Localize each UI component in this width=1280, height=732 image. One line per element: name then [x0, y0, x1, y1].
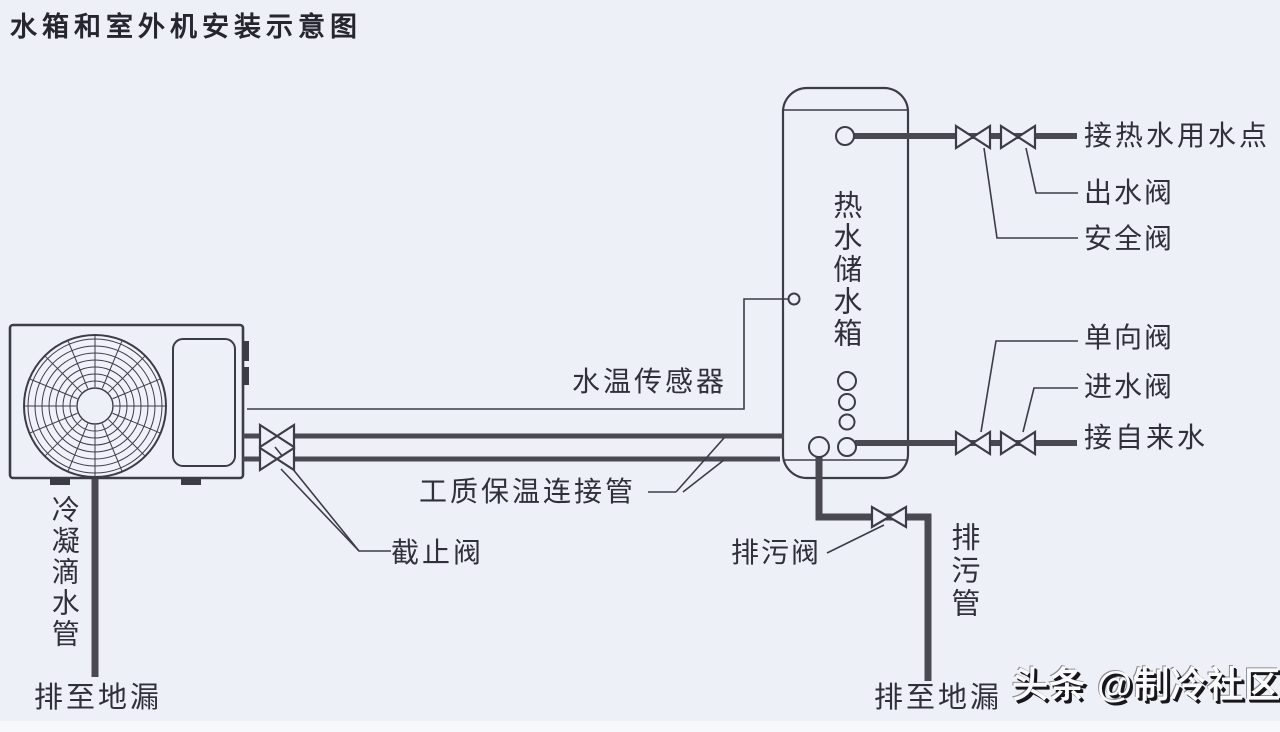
tank-label: 热水储水箱: [828, 190, 861, 350]
temp-sensor-port: [787, 292, 801, 306]
label-drain-pipe: 排污管: [946, 522, 979, 621]
diagram-title: 水箱和室外机安装示意图: [10, 12, 362, 42]
tank-ports: [787, 126, 857, 458]
insulated-pipe-leader: [682, 459, 725, 493]
stop-valve-leader: [280, 468, 360, 552]
stop-valve-icon-upper: [258, 422, 296, 450]
drain-port: [808, 436, 830, 458]
inlet-valve-icon: [999, 429, 1037, 457]
unit-foot: [50, 478, 70, 485]
cold-water-port: [837, 437, 857, 457]
drain-pipe: [815, 450, 932, 681]
check-valve-leader: [980, 340, 1078, 433]
label-tap-water: 接自来水: [1084, 422, 1209, 453]
label-check-valve: 单向阀: [1084, 322, 1175, 353]
label-condensate-pipe: 冷凝滴水管: [48, 495, 80, 650]
label-temp-sensor: 水温传感器: [572, 366, 728, 397]
label-outlet-valve: 出水阀: [1084, 177, 1175, 208]
outlet-valve-leader: [1025, 147, 1078, 194]
water-tank: [781, 86, 910, 480]
safety-valve-icon: [954, 123, 992, 151]
tank-fitting: [837, 371, 857, 391]
label-hot-water-point: 接热水用水点: [1084, 120, 1271, 151]
outlet-valve-icon: [999, 123, 1037, 151]
pipe-fitting: [243, 367, 249, 385]
temp-sensor-wire: [247, 298, 788, 410]
tank-fitting: [838, 393, 856, 411]
pipe-fitting: [243, 341, 249, 361]
unit-side-panel: [172, 338, 236, 467]
leader-lines: [247, 147, 1078, 554]
label-floor-drain-left: 排至地漏: [34, 682, 163, 714]
label-floor-drain-right: 排至地漏: [874, 682, 1003, 714]
valves: [258, 123, 1037, 529]
check-valve-icon: [954, 429, 992, 457]
safety-valve-leader: [983, 147, 1078, 239]
insulated-pipe-leader: [675, 437, 725, 493]
bottom-strip: [0, 721, 1280, 732]
drain-valve-icon: [870, 505, 908, 529]
label-insulated-pipe: 工质保温连接管: [419, 476, 637, 507]
stop-valve-icon-lower: [258, 445, 296, 473]
label-safety-valve: 安全阀: [1084, 223, 1175, 254]
drain-valve-leader: [826, 524, 885, 554]
label-drain-valve: 排污阀: [731, 537, 822, 568]
label-inlet-valve: 进水阀: [1084, 371, 1175, 402]
label-stop-valve: 截止阀: [391, 537, 485, 568]
outdoor-unit: [8, 323, 249, 485]
unit-foot: [181, 478, 201, 485]
inlet-valve-leader: [1022, 387, 1078, 433]
hot-water-port: [835, 126, 855, 146]
watermark: 头条 @制冷社区: [1012, 664, 1280, 705]
fan-grille-icon: [23, 334, 167, 478]
tank-fitting: [838, 413, 856, 431]
